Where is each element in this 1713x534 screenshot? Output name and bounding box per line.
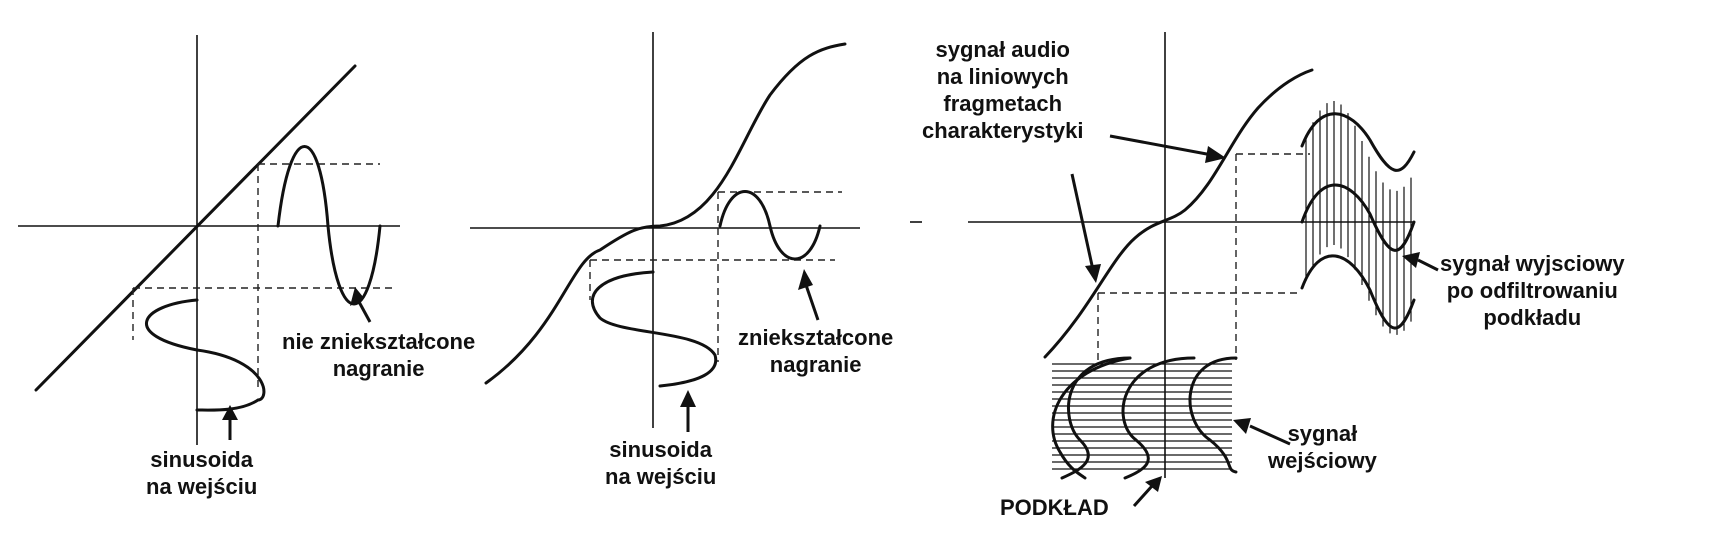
panel2-input-label-line2: na wejściu bbox=[605, 464, 717, 489]
panel1-output-label-line2: nagranie bbox=[332, 356, 425, 381]
panel3-output-label-line1: sygnał wyjsciowy bbox=[1440, 251, 1625, 276]
panel2-output-arrowhead bbox=[798, 269, 813, 290]
panel-bias bbox=[968, 32, 1439, 508]
panel3-bias-label-text: PODKŁAD bbox=[1000, 495, 1109, 520]
panel2-input-label: sinusoida na wejściu bbox=[605, 436, 716, 490]
panel3-input-label: sygnał wejściowy bbox=[1268, 420, 1377, 474]
panel1-input-sinusoid bbox=[145, 298, 266, 412]
panel3-input-band-middle-edge bbox=[1121, 356, 1196, 480]
panel3-curve-label-line3: fragmetach bbox=[943, 91, 1063, 116]
panel1-output-label: nie zniekształcone nagranie bbox=[282, 328, 475, 382]
panel3-input-band-right-edge bbox=[1188, 356, 1238, 474]
panel3-curve-label: sygnał audio na liniowych fragmetach cha… bbox=[922, 36, 1083, 144]
panel3-curve-label-line4: charakterystyki bbox=[922, 118, 1084, 143]
panel3-curve-label-line2: na liniowych bbox=[936, 64, 1069, 89]
panel1-output-arrow bbox=[356, 299, 372, 323]
panel3-bias-arrow bbox=[1132, 484, 1154, 508]
panel3-output-band bbox=[1300, 101, 1416, 335]
panel2-output-label-line2: nagranie bbox=[769, 352, 862, 377]
panel3-curve-arrow-upper-head bbox=[1205, 146, 1226, 163]
panel3-input-label-line1: sygnał bbox=[1287, 421, 1358, 446]
panel3-s-characteristic bbox=[1043, 68, 1314, 359]
panel2-input-sinusoid bbox=[590, 270, 718, 388]
panel3-bias-arrow-head bbox=[1145, 476, 1162, 492]
panel3-output-label: sygnał wyjsciowy po odfiltrowaniu podkła… bbox=[1440, 250, 1625, 331]
panel3-input-band-left-edge bbox=[1060, 356, 1132, 480]
panel3-output-band-top-edge bbox=[1300, 112, 1416, 172]
panel3-input-label-line2: wejściowy bbox=[1268, 448, 1377, 473]
panel1-output-arrowhead bbox=[350, 287, 364, 306]
panel2-input-label-line1: sinusoida bbox=[609, 437, 712, 462]
panel2-output-arrow bbox=[804, 284, 820, 321]
panel3-output-label-line3: podkładu bbox=[1483, 305, 1582, 330]
panel3-bias-label: PODKŁAD bbox=[1000, 494, 1109, 521]
panel3-input-arrow-head bbox=[1233, 418, 1251, 434]
panel2-output-label: zniekształcone nagranie bbox=[738, 324, 893, 378]
panel2-output-sinusoid bbox=[718, 190, 822, 261]
panel3-input-band-hatching bbox=[1052, 363, 1232, 470]
panel1-input-label-line1: sinusoida bbox=[150, 447, 253, 472]
panel3-curve-arrow-upper bbox=[1109, 134, 1213, 157]
panel3-curve-label-line1: sygnał audio bbox=[935, 37, 1070, 62]
panel2-input-arrowhead bbox=[680, 390, 696, 407]
panel-linear bbox=[18, 35, 400, 445]
panel1-output-label-line1: nie zniekształcone bbox=[282, 329, 476, 354]
panel3-input-band bbox=[1051, 356, 1238, 480]
panel3-output-band-bottom-edge bbox=[1300, 254, 1416, 330]
panel1-input-label-line2: na wejściu bbox=[146, 474, 258, 499]
panel1-linear-characteristic bbox=[34, 64, 357, 392]
panel3-output-arrow bbox=[1417, 258, 1439, 272]
panel3-curve-arrow-lower-head bbox=[1085, 264, 1101, 283]
panel3-curve-arrow-lower bbox=[1070, 173, 1095, 271]
panel3-input-arrow bbox=[1249, 424, 1291, 446]
panel2-output-label-line1: zniekształcone bbox=[738, 325, 894, 350]
panel2-s-characteristic bbox=[484, 42, 847, 385]
panel3-output-band-hatching bbox=[1305, 101, 1412, 335]
panel-nonlinear bbox=[470, 32, 922, 432]
panel1-output-sinusoid bbox=[276, 145, 382, 306]
panel3-output-label-line2: po odfiltrowaniu bbox=[1446, 278, 1618, 303]
panel1-input-arrowhead bbox=[222, 405, 238, 420]
panel3-output-arrow-head bbox=[1402, 252, 1420, 268]
panel3-input-band-far-left-edge bbox=[1051, 356, 1132, 480]
panel1-input-label: sinusoida na wejściu bbox=[146, 446, 257, 500]
